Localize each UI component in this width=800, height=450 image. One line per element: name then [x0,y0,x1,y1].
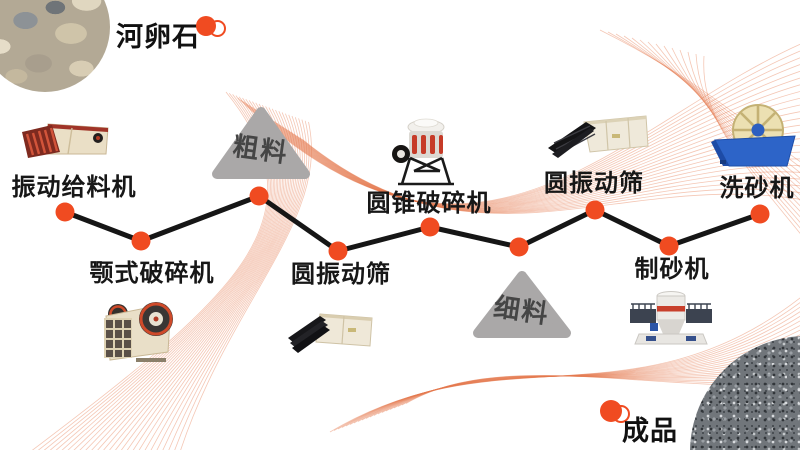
circular-vibrating-screen-right-icon [548,115,649,158]
grade-label-fine: 细料 [491,292,552,331]
flow-nodes [55,186,770,261]
station-label-cone-crusher: 圆锥破碎机 [366,189,492,217]
product-marker-ring-icon [612,405,630,423]
flow-node-coarse [249,186,269,206]
flow-node-jaw-crusher [131,231,151,251]
source-marker-ring-icon [209,20,226,37]
station-label-jaw-crusher: 颚式破碎机 [89,259,215,287]
grade-label-coarse: 粗料 [230,131,291,170]
sand-product-photo [690,336,800,450]
station-label-vibrating-feeder: 振动给料机 [11,173,137,201]
flow-node-feeder [55,202,75,222]
source-title: 河卵石 [116,22,200,53]
product-title: 成品 [622,416,678,447]
flow-node-screen-left [328,241,348,261]
flow-node-screen-right [585,200,605,220]
station-label-sand-maker: 制砂机 [634,255,710,283]
circular-vibrating-screen-left-icon [288,313,373,353]
cone-crusher-icon [392,118,454,186]
jaw-crusher-icon [104,302,173,362]
flow-node-sand-maker [659,236,679,256]
fine-material-triangle [473,271,571,338]
vibrating-feeder-icon [22,123,109,158]
sand-washing-machine-icon [711,104,796,167]
coarse-material-triangle [212,107,310,179]
station-label-screen-right: 圆振动筛 [544,169,644,197]
sand-making-machine-icon [630,291,712,345]
station-label-screen-left: 圆振动筛 [291,260,391,288]
flow-node-fine [509,237,529,257]
station-label-sand-washer: 洗砂机 [719,174,795,202]
flow-node-cone-crusher [420,217,440,237]
flow-node-sand-washer [750,204,770,224]
